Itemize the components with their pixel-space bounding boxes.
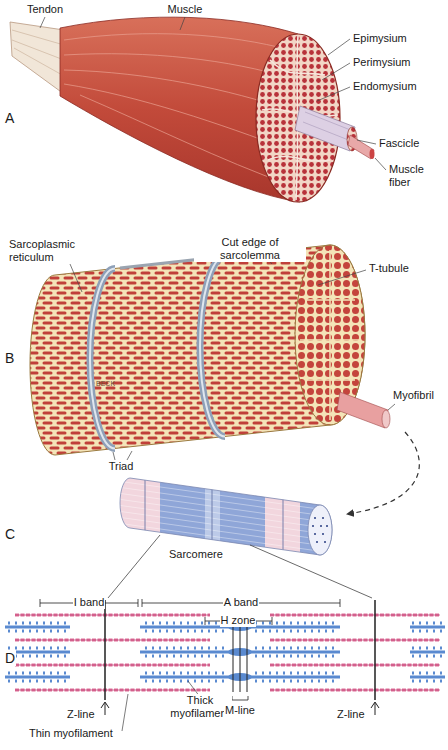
part-label: Muscle <box>167 3 204 16</box>
part-label: Perimysium <box>352 56 411 69</box>
part-label: Z-line <box>336 708 366 721</box>
part-label: Sarcoplasmic reticulum <box>8 238 90 264</box>
band-label: H zone <box>220 614 257 627</box>
band-label: A band <box>223 596 259 609</box>
part-label: Z-line <box>66 708 96 721</box>
artist-signature: BECK <box>95 380 116 388</box>
part-label: Epimysium <box>352 32 408 45</box>
panel-letter: A <box>4 110 15 126</box>
band-label: I band <box>73 596 106 609</box>
part-label: Muscle fiber <box>388 163 440 189</box>
panel-letter: C <box>4 526 16 542</box>
part-label: Endomysium <box>352 80 418 93</box>
part-label: T-tubule <box>368 262 410 275</box>
part-label: Triad <box>108 460 135 473</box>
part-label: Myofibril <box>392 389 435 402</box>
panel-letter: D <box>4 650 16 666</box>
part-label: Sarcomere <box>168 548 224 561</box>
part-label: Fascicle <box>378 137 420 150</box>
part-label: Thick myofilament <box>168 694 232 720</box>
part-label: Tendon <box>26 3 64 16</box>
part-label: Cut edge of sarcolemma <box>194 236 306 262</box>
panel-letter: B <box>4 350 15 366</box>
part-label: M-line <box>224 704 256 717</box>
part-label: Thin myofilament <box>28 727 114 740</box>
